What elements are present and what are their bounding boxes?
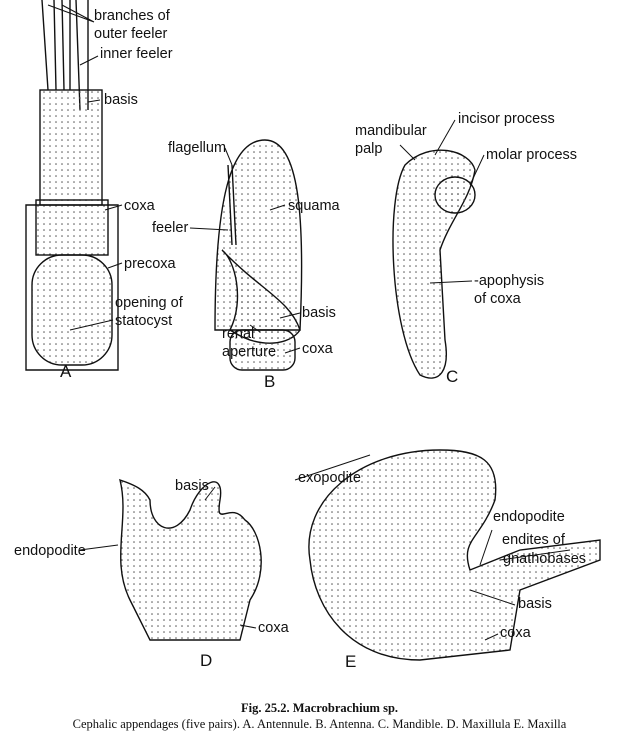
antenna-drawing: [214, 139, 303, 371]
label-coxa-a: coxa: [124, 198, 155, 214]
maxillula-drawing: [119, 478, 262, 641]
label-palp: palp: [355, 141, 383, 157]
label-endopodite-e: endopodite: [493, 509, 565, 525]
label-feeler: feeler: [152, 220, 189, 236]
label-molar-process: molar process: [486, 147, 578, 163]
label-renal: renal: [222, 326, 255, 342]
label-exopodite: exopodite: [298, 470, 361, 486]
figure-letter-c: C: [446, 367, 459, 386]
figure-letter-e: E: [345, 652, 357, 671]
label-statocyst: statocyst: [115, 313, 173, 329]
label-inner-feeler: inner feeler: [100, 46, 173, 62]
antennule-drawing: [25, 0, 119, 371]
label-outer-feeler: outer feeler: [94, 26, 168, 42]
mandible-drawing: [392, 149, 476, 379]
label-coxa-b: coxa: [302, 341, 333, 357]
label-branches-of: branches of: [94, 8, 170, 24]
label-basis-b: basis: [302, 305, 336, 321]
label-flagellum: flagellum: [168, 140, 227, 156]
figure-letter-d: D: [200, 651, 213, 670]
figure-letter-b: B: [264, 372, 276, 391]
label-mandibular: mandibular: [355, 123, 427, 139]
maxilla-drawing: [308, 449, 601, 661]
label-precoxa: precoxa: [124, 256, 176, 272]
label-endites-of: endites of: [502, 532, 565, 548]
caption-text: Cephalic appendages (five pairs). A. Ant…: [72, 717, 567, 731]
label-incisor-process: incisor process: [458, 111, 555, 127]
label-endopodite-d: endopodite: [14, 543, 86, 559]
label-basis-a: basis: [104, 92, 138, 108]
label-of-coxa: of coxa: [474, 291, 521, 307]
label-basis-d: basis: [175, 478, 209, 494]
leader-lines: [47, 4, 571, 641]
figure-letter-a: A: [60, 362, 72, 381]
label-squama: squama: [288, 198, 340, 214]
label-coxa-e: coxa: [500, 625, 531, 641]
label-gnathobases: gnathobases: [503, 551, 587, 567]
label-apophysis: -apophysis: [474, 273, 545, 289]
caption-title: Fig. 25.2. Macrobrachium sp.: [240, 701, 399, 715]
label-basis-e: basis: [518, 596, 552, 612]
label-coxa-d: coxa: [258, 620, 289, 636]
label-aperture: aperture: [222, 344, 277, 360]
label-opening-of: opening of: [115, 295, 183, 311]
